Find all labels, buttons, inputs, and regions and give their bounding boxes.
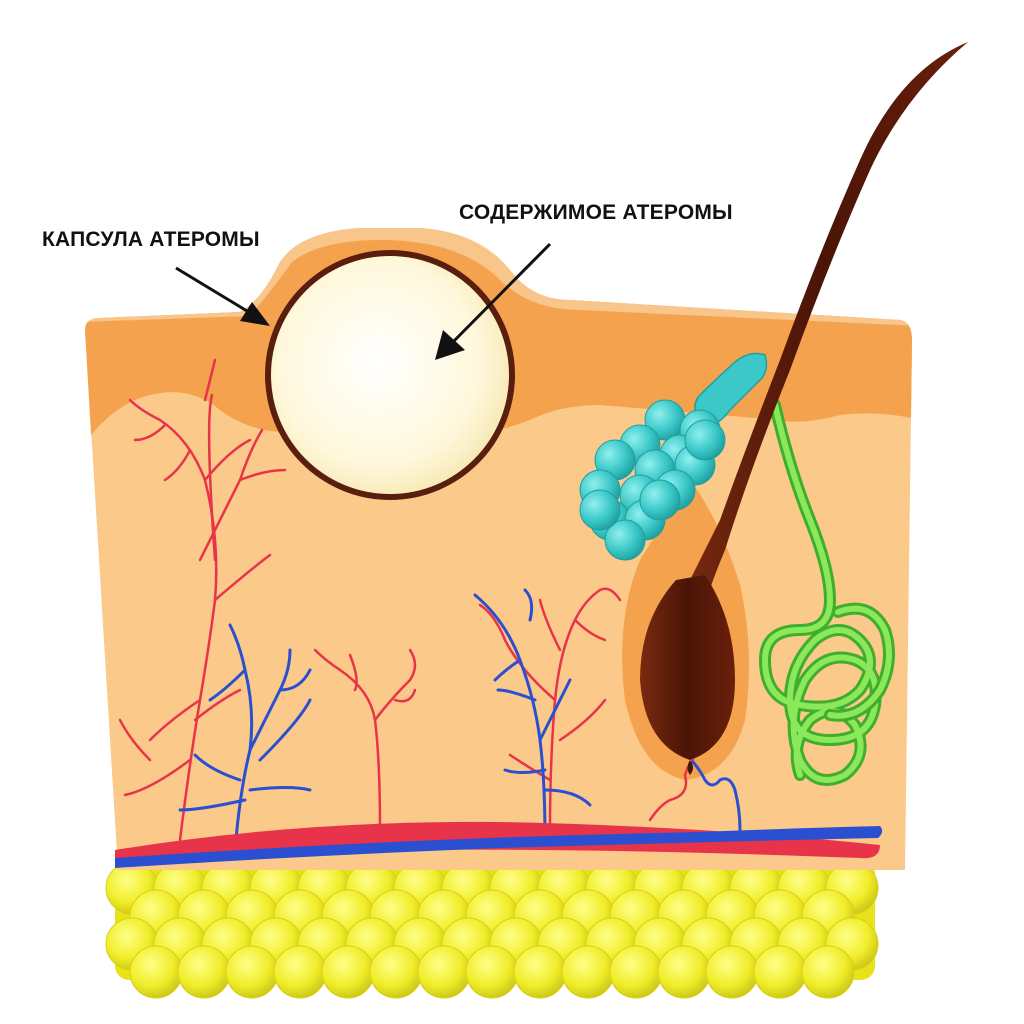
sebaceous-lobe <box>579 489 621 531</box>
sebaceous-lobe <box>604 519 646 561</box>
main-vessels <box>115 821 883 868</box>
fat-cell <box>129 945 183 999</box>
fat-cell <box>225 945 279 999</box>
artery-network <box>118 358 695 842</box>
fat-cell <box>513 945 567 999</box>
arrow-contents-icon <box>435 242 552 360</box>
sebaceous-gland <box>579 399 726 561</box>
sebaceous-lobe <box>684 419 726 461</box>
sebaceous-lobe <box>639 479 681 521</box>
fat-cell <box>657 945 711 999</box>
hair <box>640 42 968 775</box>
atheroma-cyst <box>265 250 515 500</box>
fat-layer <box>105 860 879 999</box>
fat-cell <box>801 945 855 999</box>
fat-cell <box>705 945 759 999</box>
fat-cell <box>321 945 375 999</box>
fat-cell <box>417 945 471 999</box>
sweat-gland <box>759 399 895 786</box>
fat-cell <box>609 945 663 999</box>
fat-cell <box>465 945 519 999</box>
contents-label: СОДЕРЖИМОЕ АТЕРОМЫ <box>459 201 733 224</box>
arrow-capsule-icon <box>175 266 270 326</box>
fat-cell <box>177 945 231 999</box>
fat-cell <box>369 945 423 999</box>
vein-network <box>178 588 742 852</box>
fat-cell <box>753 945 807 999</box>
fat-cell <box>273 945 327 999</box>
capsule-label: КАПСУЛА АТЕРОМЫ <box>42 228 260 251</box>
fat-cell <box>561 945 615 999</box>
